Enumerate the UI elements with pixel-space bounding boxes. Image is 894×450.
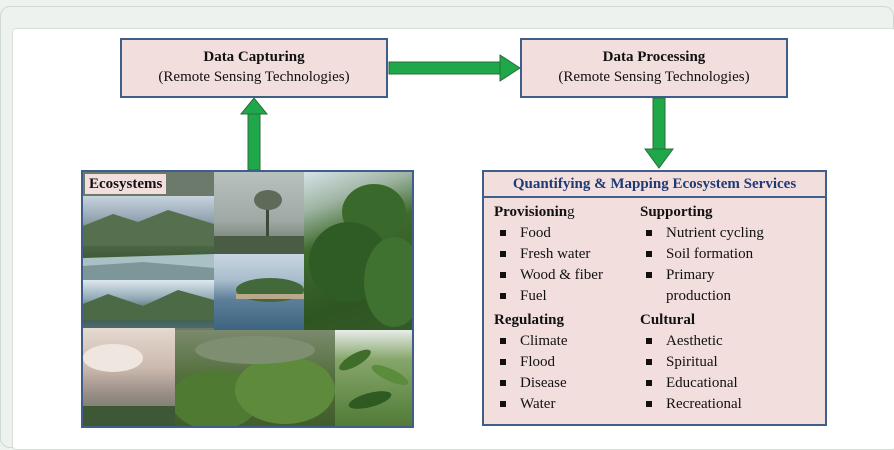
cloudy-mountain-photo [83,328,175,426]
data-processing-subtitle: (Remote Sensing Technologies) [558,69,750,85]
data-capturing-title: Data Capturing [203,49,305,65]
mountain-lake-photo [83,280,214,328]
regulating-heading: Regulating [494,312,565,328]
list-item: Educational [640,373,820,394]
arrow-ecosystems-to-capture [239,97,269,171]
data-capturing-subtitle: (Remote Sensing Technologies) [158,69,350,85]
list-item: Climate [494,331,644,352]
flow-arrows [239,54,674,171]
list-item: Spiritual [640,352,820,373]
ecosystem-services-title: Quantifying & Mapping Ecosystem Services [484,172,825,198]
cultural-heading: Cultural [640,312,696,328]
data-capturing-box: Data Capturing (Remote Sensing Technolog… [120,38,388,98]
provisioning-heading: Provisioning [494,204,575,220]
cultural-section: Cultural Aesthetic Spiritual Educational… [640,310,820,415]
arrow-capture-to-process [388,54,521,82]
shrubland-photo [175,330,335,426]
ecosystems-photo-collage: Ecosystems [81,170,414,428]
list-item: Flood [494,352,644,373]
list-item: Fuel [494,286,644,307]
data-processing-box: Data Processing (Remote Sensing Technolo… [520,38,788,98]
list-item: Food [494,223,644,244]
list-item-continuation: production [666,288,731,304]
foggy-forest-photo [214,172,304,254]
list-item: Nutrient cycling [640,223,820,244]
list-item: Primary [640,265,820,286]
regulating-section: Regulating Climate Flood Disease Water [494,310,644,415]
ecosystem-services-box: Quantifying & Mapping Ecosystem Services… [482,170,827,426]
mountain-river-photo [83,196,214,280]
coastal-island-photo [214,254,304,330]
list-item: Recreational [640,394,820,415]
list-item: Soil formation [640,244,820,265]
supporting-heading: Supporting [640,204,713,220]
list-item: Disease [494,373,644,394]
list-item: Water [494,394,644,415]
list-item: Aesthetic [640,331,820,352]
ecosystems-label: Ecosystems [85,174,167,194]
dense-forest-photo [304,172,412,330]
list-item: Wood & fiber [494,265,644,286]
supporting-section: Supporting Nutrient cycling Soil formati… [640,202,820,307]
list-item: Fresh water [494,244,644,265]
bamboo-leaves-photo [335,330,412,426]
arrow-process-to-services [644,97,674,169]
data-processing-title: Data Processing [602,49,706,65]
provisioning-section: Provisioning Food Fresh water Wood & fib… [494,202,644,307]
